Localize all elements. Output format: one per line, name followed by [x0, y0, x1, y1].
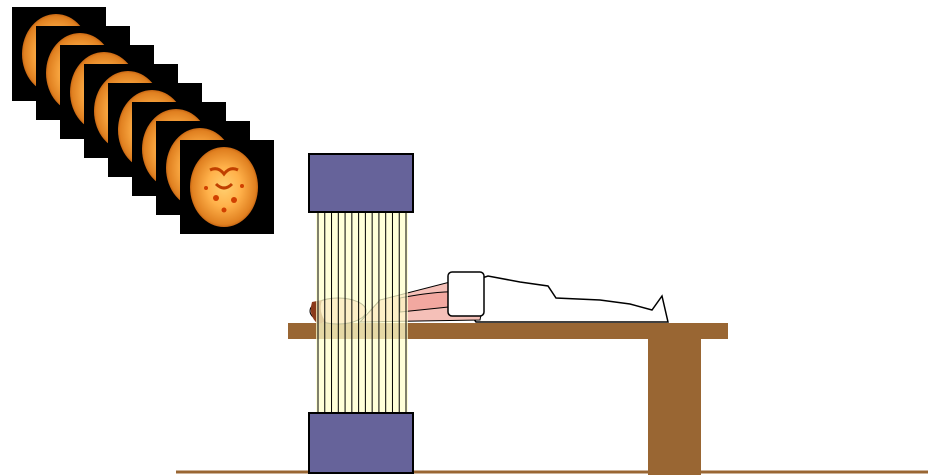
table-leg [648, 339, 701, 475]
detector-block-top [309, 154, 413, 212]
detector-beam-field [316, 212, 408, 414]
patient-sleeve [448, 272, 484, 316]
brain-slice-image-icon [180, 140, 274, 234]
detector-block-bottom [309, 413, 413, 473]
brain-slice-stack [12, 7, 274, 234]
pet-detector-ring-icon [309, 154, 413, 473]
